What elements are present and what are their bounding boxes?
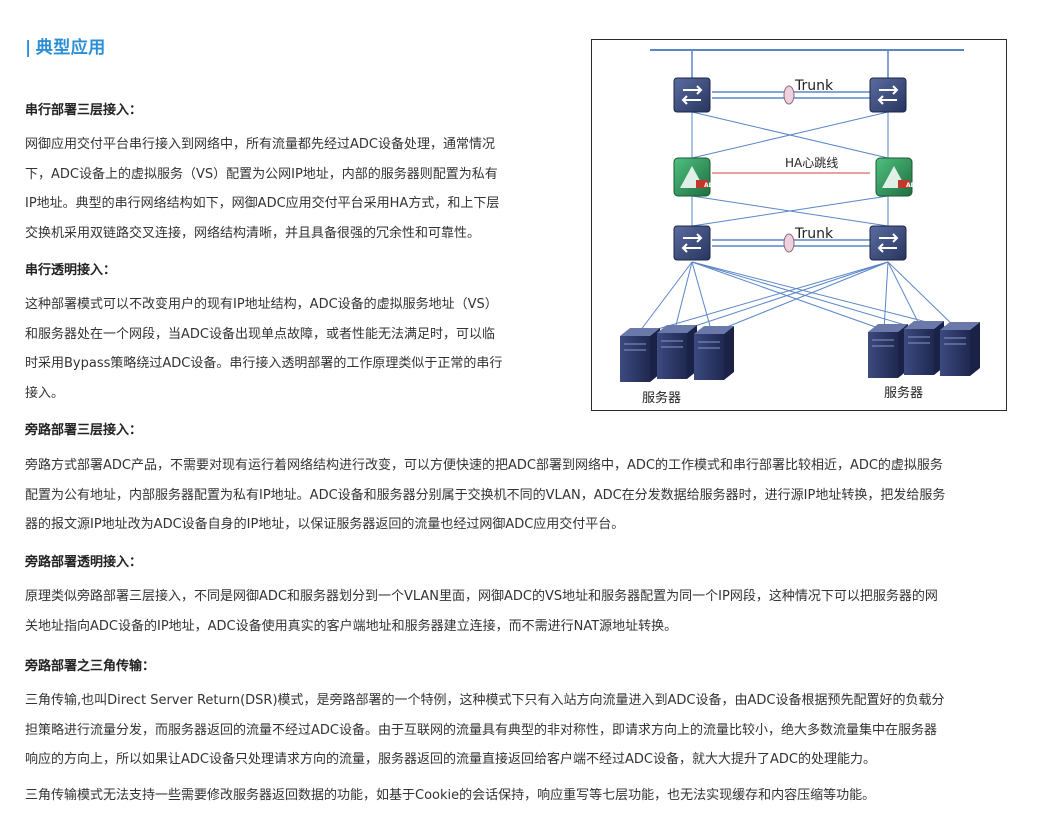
heading-serial-transparent: 串行透明接入： bbox=[25, 263, 117, 278]
servers-right-label: 服务器 bbox=[884, 385, 923, 401]
trunk-top-label: Trunk bbox=[794, 78, 834, 94]
text-line: 响应的方向上，所以如果让ADC设备只处理请求方向的流量，服务器返回的流量直接返回… bbox=[25, 752, 876, 767]
text-line: 接入。 bbox=[25, 385, 65, 401]
title-bar: | bbox=[25, 38, 32, 58]
trunk-bottom-connector bbox=[783, 233, 795, 253]
adc-badge-text: ADC bbox=[704, 182, 719, 189]
adc-device-icon bbox=[875, 157, 913, 197]
server-icon bbox=[619, 327, 661, 383]
server-icon bbox=[903, 320, 945, 376]
heading-bypass-l3: 旁路部署三层接入： bbox=[25, 423, 143, 438]
servers-left-label: 服务器 bbox=[642, 390, 681, 406]
text-line: 下，ADC设备上的虚拟服务（VS）配置为公网IP地址，内部的服务器则配置为私有 bbox=[25, 166, 498, 182]
paragraph-serial-transparent: 这种部署模式可以不改变用户的现有IP地址结构，ADC设备的虚拟服务地址（VS） … bbox=[25, 290, 545, 408]
text-line: 担策略进行流量分发，而服务器返回的流量不经过ADC设备。由于互联网的流量具有典型… bbox=[25, 722, 937, 738]
text-line: 网御应用交付平台串行接入到网络中，所有流量都先经过ADC设备处理，通常情况 bbox=[25, 137, 495, 152]
text-line: 三角传输,也叫Direct Server Return(DSR)模式，是旁路部署… bbox=[25, 693, 945, 708]
ha-label: HA心跳线 bbox=[785, 156, 838, 170]
network-diagram-svg: Trunk HA心跳线 Trunk bbox=[619, 49, 981, 406]
text-line: 配置为公有地址，内部服务器配置为私有IP地址。ADC设备和服务器分别属于交换机不… bbox=[25, 487, 946, 503]
text-line: 器的报文源IP地址改为ADC设备自身的IP地址，以保证服务器返回的流量也经过网御… bbox=[25, 517, 625, 532]
paragraph-bypass-transparent: 原理类似旁路部署三层接入，不同是网御ADC和服务器划分到一个VLAN里面，网御A… bbox=[25, 582, 1025, 641]
server-links bbox=[636, 261, 959, 336]
switch-icon bbox=[673, 225, 711, 261]
heading-bypass-triangle: 旁路部署之三角传输： bbox=[25, 659, 156, 674]
network-diagram: Trunk HA心跳线 Trunk bbox=[591, 39, 1007, 411]
text-line: 旁路方式部署ADC产品，不需要对现有运行着网络结构进行改变，可以方便快速的把AD… bbox=[25, 458, 943, 473]
trunk-bottom-label: Trunk bbox=[794, 226, 834, 242]
text-line: 交换机采用双链路交叉连接，网络结构清晰，并且具备很强的冗余性和可靠性。 bbox=[25, 225, 481, 241]
server-icon bbox=[939, 321, 981, 377]
text-line: 这种部署模式可以不改变用户的现有IP地址结构，ADC设备的虚拟服务地址（VS） bbox=[25, 297, 498, 312]
server-icon bbox=[693, 325, 735, 381]
paragraph-serial-l3: 网御应用交付平台串行接入到网络中，所有流量都先经过ADC设备处理，通常情况 下，… bbox=[25, 130, 545, 248]
adc-badge-text: ADC bbox=[906, 182, 921, 189]
trunk-top-connector bbox=[783, 85, 795, 105]
server-icon bbox=[656, 324, 698, 380]
adc-device-icon bbox=[673, 157, 711, 197]
heading-serial-l3: 串行部署三层接入： bbox=[25, 103, 143, 118]
title-text: 典型应用 bbox=[35, 38, 106, 58]
heading-bypass-transparent: 旁路部署透明接入： bbox=[25, 555, 143, 570]
switch-icon bbox=[869, 77, 907, 113]
text-line: 三角传输模式无法支持一些需要修改服务器返回数据的功能，如基于Cookie的会话保… bbox=[25, 788, 876, 803]
server-icon bbox=[867, 323, 909, 379]
section-title: |典型应用 bbox=[25, 33, 106, 58]
text-line: 原理类似旁路部署三层接入，不同是网御ADC和服务器划分到一个VLAN里面，网御A… bbox=[25, 589, 938, 604]
paragraph-bypass-triangle: 三角传输,也叫Direct Server Return(DSR)模式，是旁路部署… bbox=[25, 686, 1025, 775]
text-line: 关地址指向ADC设备的IP地址，ADC设备使用真实的客户端地址和服务器建立连接，… bbox=[25, 618, 678, 634]
switch-icon bbox=[869, 225, 907, 261]
text-line: 和服务器处在一个网段，当ADC设备出现单点故障，或者性能无法满足时，可以临 bbox=[25, 326, 495, 342]
text-line: 时采用Bypass策略绕过ADC设备。串行接入透明部署的工作原理类似于正常的串行 bbox=[25, 356, 503, 371]
paragraph-bypass-triangle-extra: 三角传输模式无法支持一些需要修改服务器返回数据的功能，如基于Cookie的会话保… bbox=[25, 781, 1025, 811]
paragraph-bypass-l3: 旁路方式部署ADC产品，不需要对现有运行着网络结构进行改变，可以方便快速的把AD… bbox=[25, 451, 1025, 540]
text-line: IP地址。典型的串行网络结构如下，网御ADC应用交付平台采用HA方式，和上下层 bbox=[25, 196, 500, 211]
switch-icon bbox=[673, 77, 711, 113]
